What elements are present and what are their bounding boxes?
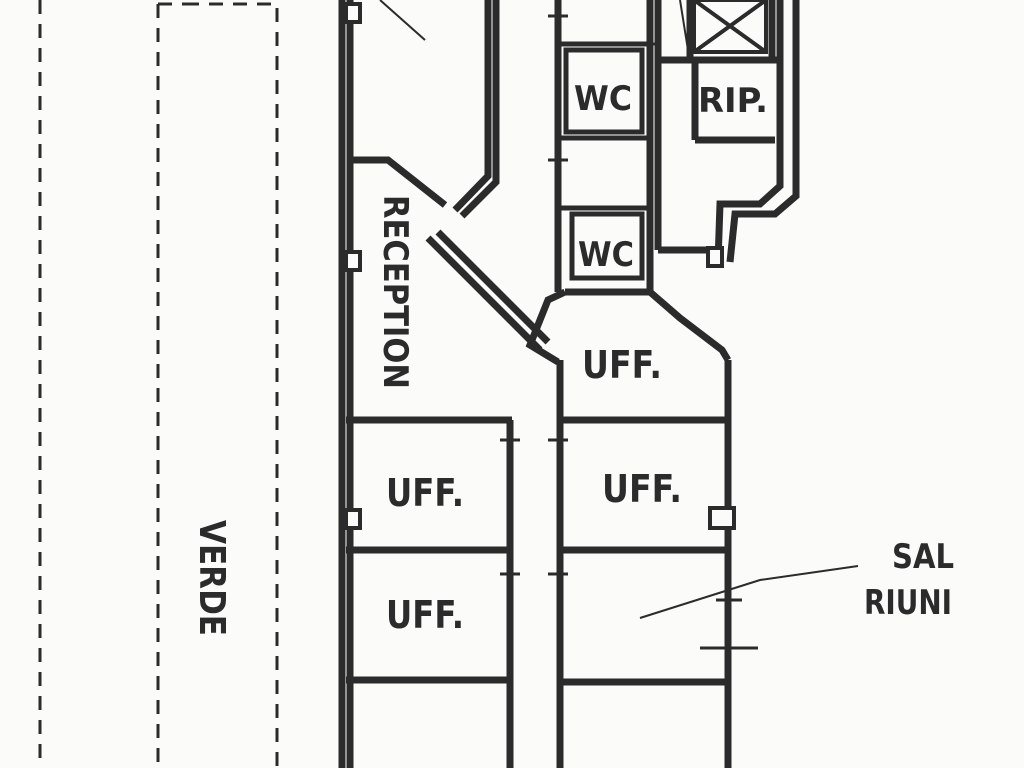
uff-right-1-label: UFF. <box>602 467 682 511</box>
sala-label-line1: SAL <box>892 537 954 577</box>
leader-lines <box>379 0 859 619</box>
building-walls <box>338 0 800 768</box>
uff-left-2-label: UFF. <box>386 593 464 637</box>
wc-upper-label: WC <box>574 79 632 119</box>
uff-center-label: UFF. <box>582 343 662 387</box>
verde-label: VERDE <box>191 520 232 636</box>
sala-label-line2: RIUNI <box>864 583 952 623</box>
rip-label: RIP. <box>698 81 768 121</box>
uff-left-1-label: UFF. <box>386 471 464 515</box>
wc-lower-label: WC <box>578 235 634 275</box>
green-area-boundary <box>38 0 279 768</box>
wall-ticks <box>500 14 758 650</box>
lift-shaft <box>692 0 768 54</box>
structural-columns <box>344 2 736 530</box>
wc-rooms <box>558 41 650 281</box>
reception-label: RECEPTION <box>375 195 415 389</box>
